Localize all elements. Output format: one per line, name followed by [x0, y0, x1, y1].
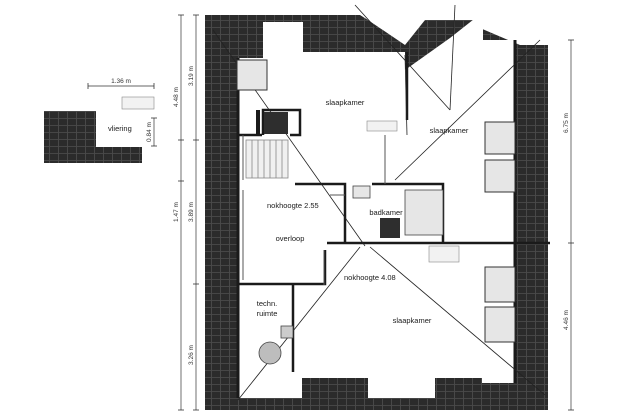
skylight-window: [236, 59, 268, 91]
label-overloop: overloop: [276, 234, 305, 243]
bathroom-fixtures: [352, 185, 444, 238]
shower: [404, 189, 444, 236]
label-slaapkamer-right: slaapkamer: [430, 126, 469, 135]
dim-vliering-depth: 0.84 m: [146, 122, 153, 142]
interior-walls: [238, 52, 550, 372]
thin-walls: [242, 135, 386, 285]
dimension-labels: 1.36 m 0.84 m 4.48 m 1.47 m 3.19 m 3.89 …: [111, 66, 570, 365]
skylight-window: [484, 306, 516, 343]
dim-right-bottom: 4.46 m: [563, 310, 570, 330]
dim-left-inner-bottom: 3.26 m: [188, 345, 195, 365]
label-nokhoogte-255: nokhoogte 2.55: [267, 201, 319, 210]
dim-left-outer-bottom: 1.47 m: [173, 202, 180, 222]
dim-vliering-width: 1.36 m: [111, 78, 131, 85]
label-slaapkamer-bottom: slaapkamer: [393, 316, 432, 325]
vliering-tiles: [44, 111, 96, 163]
dim-right-top: 6.75 m: [563, 113, 570, 133]
interior-floor: [96, 12, 515, 398]
label-badkamer: badkamer: [369, 208, 403, 217]
dim-left-inner-mid: 3.89 m: [188, 202, 195, 222]
skylight-window: [484, 121, 516, 155]
label-techn: techn.: [257, 299, 277, 308]
label-nokhoogte-408: nokhoogte 4.08: [344, 273, 396, 282]
dim-left-inner-top: 3.19 m: [188, 66, 195, 86]
skylights: [236, 59, 516, 343]
tech-appliances: [258, 325, 294, 365]
sink-icon: [352, 185, 371, 199]
label-slaapkamer-top: slaapkamer: [326, 98, 365, 107]
staircase: [245, 112, 289, 179]
dim-left-outer-top: 4.48 m: [173, 87, 180, 107]
room-labels: slaapkamer slaapkamer badkamer overloop …: [108, 98, 469, 325]
dimension-lines: [87, 14, 574, 411]
hatches: [121, 96, 460, 263]
meter-icon: [280, 325, 294, 339]
label-ruimte: ruimte: [257, 309, 278, 318]
skylight-window: [484, 159, 516, 193]
skylight-window: [484, 266, 516, 303]
label-vliering: vliering: [108, 124, 132, 133]
boiler-icon: [258, 341, 282, 365]
